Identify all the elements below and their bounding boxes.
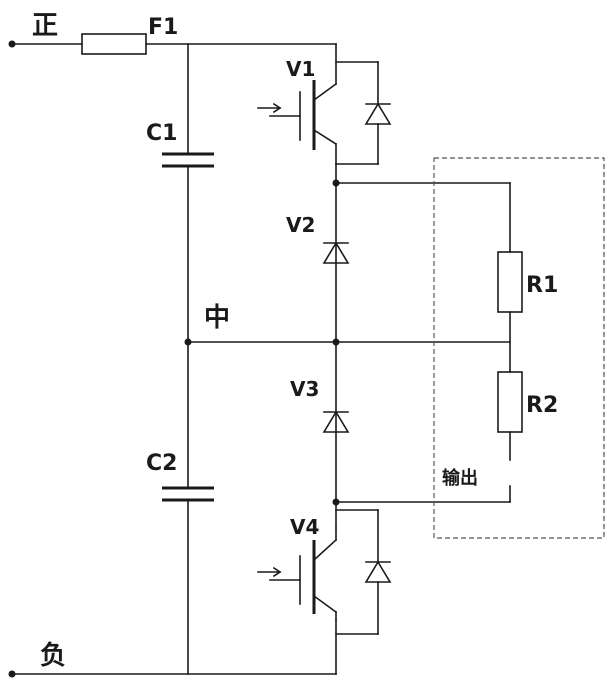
junctions — [8, 40, 340, 678]
label-v1: V1 — [286, 57, 315, 81]
label-v4: V4 — [290, 515, 319, 539]
resistor-r1 — [497, 251, 523, 313]
label-v2: V2 — [286, 213, 315, 237]
labels: 正 F1 C1 C2 中 负 V1 V2 V3 V4 R1 R2 输出 — [32, 11, 558, 671]
junction-dot — [332, 338, 340, 346]
label-neutral: 中 — [204, 303, 230, 333]
output-box — [433, 157, 605, 539]
diode-v2 — [322, 241, 350, 264]
label-positive: 正 — [32, 11, 58, 41]
label-negative: 负 — [40, 641, 66, 671]
capacitor-c1 — [162, 152, 214, 168]
junction-dot — [332, 498, 340, 506]
label-v3: V3 — [290, 377, 319, 401]
label-c2: C2 — [146, 451, 177, 476]
label-output: 输出 — [442, 467, 478, 489]
label-c1: C1 — [146, 121, 177, 146]
label-r1: R1 — [526, 273, 558, 298]
resistor-r2 — [497, 371, 523, 433]
igbt-v1 — [257, 61, 392, 165]
wires — [11, 43, 511, 675]
label-r2: R2 — [526, 393, 558, 418]
diode-v3 — [322, 410, 350, 433]
junction-dot — [332, 179, 340, 187]
label-fuse-f1: F1 — [148, 15, 178, 40]
junction-dot — [184, 338, 192, 346]
capacitor-c2 — [162, 486, 214, 502]
fuse-f1 — [81, 33, 147, 55]
igbt-v4 — [257, 509, 392, 635]
terminal-positive-dot — [8, 40, 16, 48]
terminal-negative-dot — [8, 670, 16, 678]
